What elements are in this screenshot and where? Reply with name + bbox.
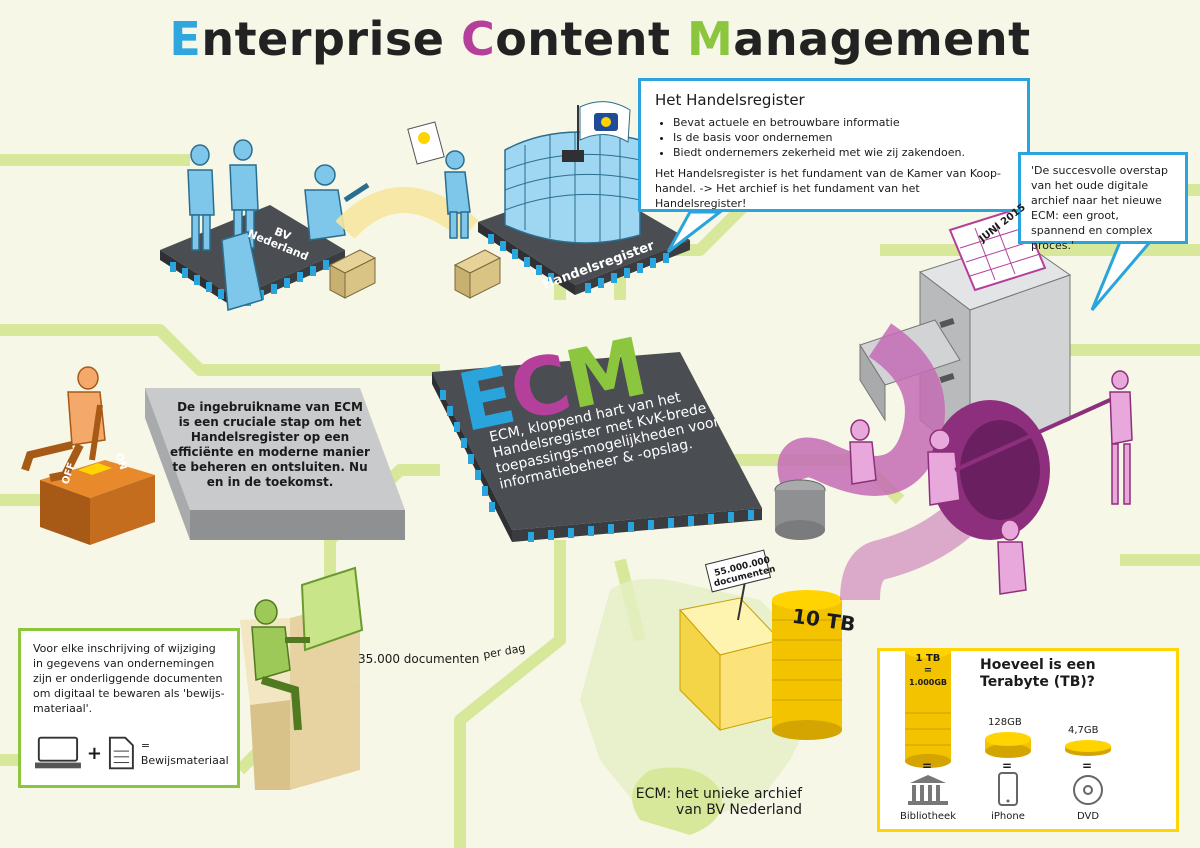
hr-bubble-pointer: [666, 210, 725, 254]
map-netherlands: [632, 767, 722, 835]
document-icon: [108, 736, 134, 770]
terabyte-question-line1: Hoeveel is een: [980, 657, 1096, 673]
gray-slab-text: De ingebruikname van ECM is een cruciale…: [170, 400, 370, 489]
terabyte-box: 1 TB = 1.000GB Hoeveel is een Terabyte (…: [877, 648, 1179, 832]
plus-sign: +: [86, 742, 103, 764]
eq-sign-iphone: =: [1002, 759, 1013, 773]
archive-caption-line1: ECM: het unieke archief: [635, 786, 802, 802]
coin-stack-10tb: [772, 590, 842, 740]
handelsregister-body: Het Handelsregister is het fundament van…: [655, 167, 1001, 210]
tb-eq-sign: =: [923, 665, 933, 676]
handelsregister-chip: [478, 101, 690, 295]
archive-caption-line2: van BV Nederland: [676, 802, 802, 818]
eq-sign-library: =: [922, 759, 933, 773]
dvd-icon: [1073, 775, 1103, 805]
title-letter-m: M: [687, 12, 734, 66]
terabyte-question: Hoeveel is een Terabyte (TB)?: [980, 657, 1096, 691]
documents-count: 35.000 documenten: [358, 652, 480, 666]
terabyte-question-line2: Terabyte (TB)?: [980, 674, 1095, 690]
terabyte-illustration: [905, 651, 1111, 806]
proof-formula: + = Bewijsmateriaal: [35, 735, 237, 771]
title-part-management: anagement: [733, 12, 1031, 66]
quote-text: 'De succesvolle overstap van het oude di…: [1031, 164, 1168, 252]
iphone-icon: [998, 772, 1018, 806]
bullet-item: Is de basis voor ondernemen: [673, 130, 1013, 145]
gb128-label: 128GB: [988, 717, 1022, 728]
title-part-enterprise: nterprise: [201, 12, 461, 66]
quote-bubble: 'De succesvolle overstap van het oude di…: [1018, 152, 1188, 252]
title-letter-e: E: [169, 12, 202, 66]
handelsregister-bullets: Bevat actuele en betrouwbare informatie …: [655, 115, 1013, 160]
eq-sign-dvd: =: [1082, 759, 1093, 773]
documents-info-box: Voor elke inschrijving of wijziging in g…: [18, 628, 240, 788]
gb-value: 1.000GB: [909, 678, 947, 687]
tb-value: 1 TB: [915, 653, 941, 664]
handelsregister-bubble: Het Handelsregister Bevat actuele en bet…: [638, 78, 1030, 212]
ecm-chip: [432, 352, 762, 542]
tb-stack-label: 1 TB = 1.000GB: [905, 653, 951, 689]
documents-info-text: Voor elke inschrijving of wijziging in g…: [33, 642, 225, 715]
item-iphone: iPhone: [991, 811, 1025, 822]
switch-box: [21, 366, 155, 545]
page-title: Enterprise Content Management: [0, 12, 1200, 66]
documents-per-day: 35.000 documenten per dag: [358, 641, 526, 666]
computer-icon: [35, 736, 81, 769]
bullet-item: Biedt ondernemers zekerheid met wie zij …: [673, 145, 1013, 160]
gb47-label: 4,7GB: [1068, 725, 1099, 736]
library-icon: [908, 775, 948, 805]
item-library: Bibliotheek: [899, 811, 956, 822]
title-letter-c: C: [460, 12, 496, 66]
gray-slab: [145, 388, 405, 540]
archive-cabinet: [774, 206, 1133, 601]
bv-nederland-chip: [160, 121, 502, 311]
item-dvd: DVD: [1076, 811, 1100, 822]
archive-illustration: [580, 549, 842, 835]
title-part-content: ontent: [495, 12, 687, 66]
proof-result: = Bewijsmateriaal: [140, 739, 229, 767]
bullet-item: Bevat actuele en betrouwbare informatie: [673, 115, 1013, 130]
archive-caption: ECM: het unieke archief van BV Nederland: [616, 786, 802, 818]
green-worker: [240, 566, 364, 790]
handelsregister-heading: Het Handelsregister: [655, 91, 805, 109]
